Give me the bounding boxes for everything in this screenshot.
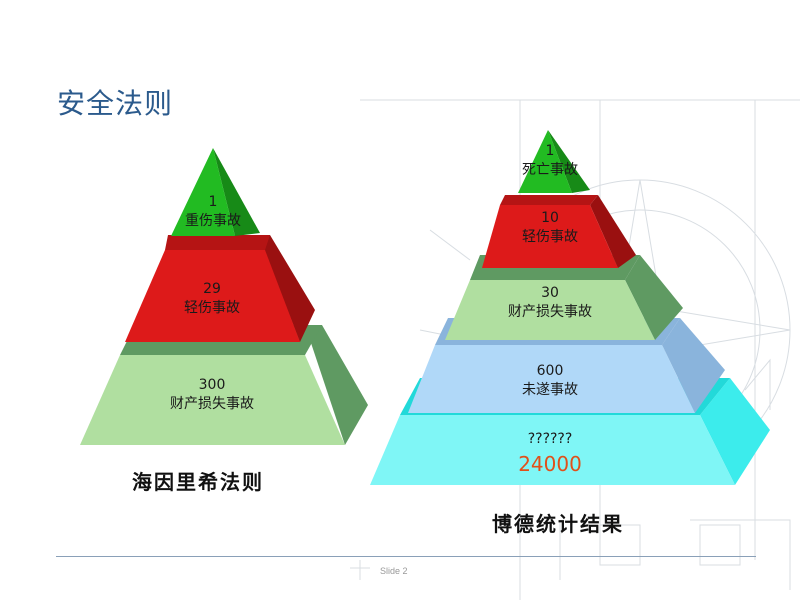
left-level-2-count: 29 <box>203 281 221 297</box>
left-level-3-side <box>305 325 368 445</box>
right-level-4-count: 600 <box>536 363 564 379</box>
right-level-2-side <box>590 195 636 268</box>
right-level-2-top <box>500 195 598 205</box>
right-level-1-text: 死亡事故 <box>522 162 578 178</box>
right-level-5-side <box>700 378 770 485</box>
left-level-3-count: 300 <box>198 377 226 393</box>
right-level-2-label: 10 轻伤事故 <box>500 209 600 247</box>
footer-divider <box>56 556 756 557</box>
left-pyramid-caption: 海因里希法则 <box>132 470 264 494</box>
left-level-3-text: 财产损失事故 <box>170 396 254 412</box>
right-level-1-side <box>548 130 590 193</box>
right-level-3-text: 财产损失事故 <box>508 304 592 320</box>
left-level-2-side <box>258 235 315 342</box>
right-level-3-side <box>625 255 683 340</box>
left-level-2-top <box>165 235 270 250</box>
left-level-3-label: 300 财产损失事故 <box>142 376 282 414</box>
right-level-3-front <box>445 280 655 340</box>
slide-number: Slide 2 <box>380 566 408 576</box>
left-level-1-label: 1 重伤事故 <box>163 193 263 231</box>
right-level-3-label: 30 财产损失事故 <box>480 284 620 322</box>
right-level-1-front <box>518 130 572 193</box>
right-level-1-count: 1 <box>545 143 555 159</box>
right-level-5-count: ?????? <box>527 431 573 447</box>
left-level-3-front <box>80 355 345 445</box>
left-level-1-front <box>171 148 235 236</box>
right-level-2-text: 轻伤事故 <box>522 229 578 245</box>
right-pyramid-caption: 博德统计结果 <box>492 512 624 536</box>
right-level-3-count: 30 <box>541 285 559 301</box>
right-level-1-label: 1 死亡事故 <box>500 142 600 180</box>
left-level-1-text: 重伤事故 <box>185 213 241 229</box>
right-level-2-front <box>482 205 618 268</box>
slide-title: 安全法则 <box>57 87 174 120</box>
right-level-5-label: ?????? 24000 <box>490 430 610 474</box>
left-level-1-count: 1 <box>208 194 218 210</box>
left-level-2-front <box>125 250 300 342</box>
right-level-4-side <box>662 318 725 413</box>
left-level-1-side <box>213 148 260 236</box>
left-level-2-text: 轻伤事故 <box>184 300 240 316</box>
right-level-4-label: 600 未遂事故 <box>500 362 600 400</box>
right-level-4-front <box>408 345 695 413</box>
left-level-2-label: 29 轻伤事故 <box>162 280 262 318</box>
right-level-5-text: 24000 <box>518 452 582 476</box>
right-level-5-front <box>370 415 735 485</box>
right-level-2-count: 10 <box>541 210 559 226</box>
right-level-4-text: 未遂事故 <box>522 382 578 398</box>
